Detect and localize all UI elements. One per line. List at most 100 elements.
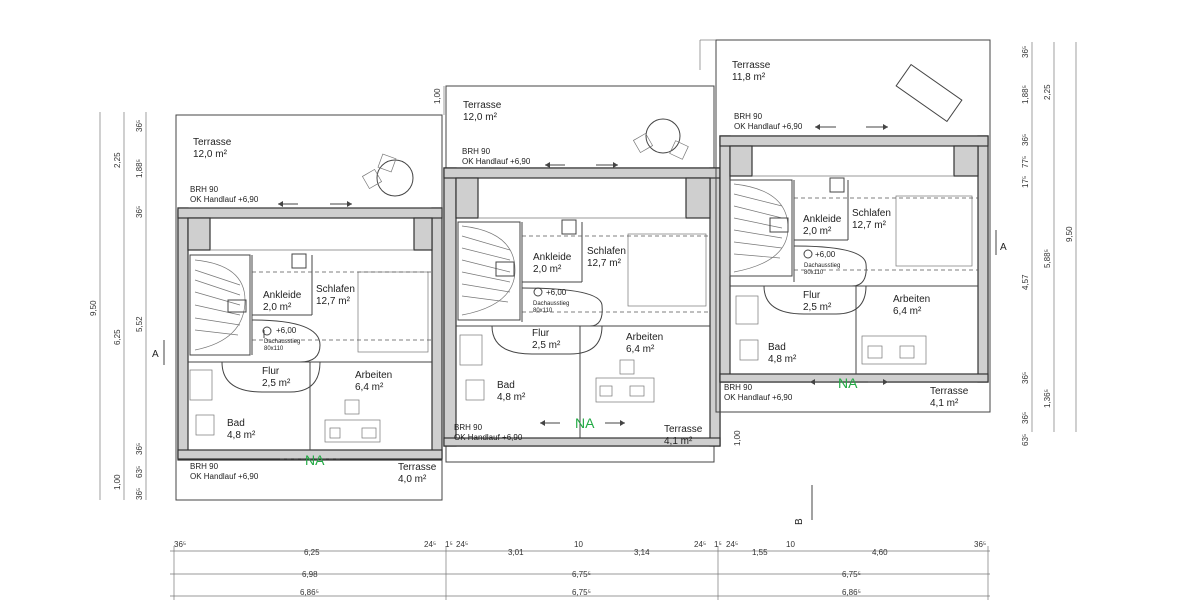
building-outline-middle bbox=[443, 167, 721, 447]
schlafen-area: 12,7 m² bbox=[316, 296, 351, 307]
dim-left-7: 9,50 bbox=[89, 300, 98, 316]
handlauf-bottom: OK Handlauf +6,90 bbox=[724, 393, 793, 402]
dachausstieg-left: Dachausstieg bbox=[264, 339, 300, 345]
bed-middle bbox=[627, 233, 707, 307]
column-top-right bbox=[413, 217, 433, 251]
section-b: B bbox=[794, 518, 805, 525]
schlafen-name: Schlafen bbox=[587, 246, 626, 257]
wall-bottom bbox=[719, 373, 989, 383]
section-a-left: A bbox=[152, 349, 159, 360]
dim-right-9: 9,50 bbox=[1065, 226, 1074, 242]
dim-left-1: 36⁵ bbox=[135, 120, 144, 132]
terrace-table-left bbox=[361, 153, 414, 197]
column-top-left bbox=[455, 177, 479, 219]
flur-name: Flur bbox=[532, 328, 550, 339]
flur-area: 2,5 m² bbox=[262, 378, 291, 389]
dachausstieg-size-right: 80x110 bbox=[804, 270, 824, 276]
toilet-right bbox=[739, 339, 759, 361]
dim-bottom-6: 3,01 bbox=[508, 548, 524, 557]
terrace-table-middle bbox=[632, 118, 689, 160]
dim-right-2: 1,88⁵ bbox=[1021, 85, 1030, 104]
level-symbol-right bbox=[803, 249, 813, 259]
green-marker-middle: NA bbox=[575, 415, 595, 431]
staircase-left bbox=[189, 254, 251, 356]
dim-bottom-14: 4,60 bbox=[872, 548, 888, 557]
dim-left-8: 36⁵ bbox=[135, 443, 144, 455]
flur-name: Flur bbox=[803, 290, 821, 301]
handlauf-top: OK Handlauf +6,90 bbox=[734, 122, 803, 131]
wall-left-outer bbox=[443, 167, 457, 447]
dim-bottom-8: 3,14 bbox=[634, 548, 650, 557]
dim-bottom-row2-2: 6,75⁵ bbox=[572, 570, 591, 579]
shower-middle bbox=[459, 334, 483, 366]
dim-right-10: 36⁵ bbox=[1021, 372, 1030, 384]
dim-left-4: 36⁵ bbox=[135, 206, 144, 218]
dachausstieg-size-middle: 80x110 bbox=[533, 308, 553, 314]
section-a-right: A bbox=[1000, 242, 1007, 253]
terrasse-bottom-name: Terrasse bbox=[398, 462, 437, 473]
terrasse-bottom-area: 4,1 m² bbox=[664, 436, 693, 447]
dim-left-11: 36⁵ bbox=[135, 488, 144, 500]
dim-bottom-3: 24⁵ bbox=[424, 540, 436, 549]
ankleide-area: 2,0 m² bbox=[803, 226, 832, 237]
dachausstieg-middle: Dachausstieg bbox=[533, 301, 569, 307]
terrace-outline-right bbox=[715, 39, 991, 413]
level-symbol-middle bbox=[533, 287, 543, 297]
terrasse-bottom-area: 4,0 m² bbox=[398, 474, 427, 485]
flur-curve bbox=[221, 361, 321, 393]
toilet-left bbox=[195, 414, 215, 436]
terrasse-bottom-name: Terrasse bbox=[664, 424, 703, 435]
bad-name: Bad bbox=[768, 342, 786, 353]
handlauf-bottom: OK Handlauf +6,90 bbox=[190, 472, 259, 481]
building-outline-right bbox=[719, 135, 989, 383]
terrasse-bottom-area: 4,1 m² bbox=[930, 398, 959, 409]
dim-right-8: 5,88⁵ bbox=[1043, 249, 1052, 268]
dim-left-5: 6,25 bbox=[113, 329, 122, 345]
dim-right-1: 36⁵ bbox=[1021, 46, 1030, 58]
arbeiten-area: 6,4 m² bbox=[355, 382, 384, 393]
handlauf-bottom: OK Handlauf +6,90 bbox=[454, 433, 523, 442]
column-top-left bbox=[729, 145, 753, 177]
ankleide-name: Ankleide bbox=[533, 252, 572, 263]
dim-bottom-7: 10 bbox=[574, 540, 583, 549]
dim-left-2: 2,25 bbox=[113, 152, 122, 168]
terrasse-bottom-name: Terrasse bbox=[930, 386, 969, 397]
schlafen-name: Schlafen bbox=[316, 284, 355, 295]
schlafen-area: 12,7 m² bbox=[852, 220, 887, 231]
dim-left-10: 1,00 bbox=[113, 474, 122, 490]
dim-bottom-row3-1: 6,86⁵ bbox=[300, 588, 319, 597]
shower-left bbox=[189, 369, 213, 401]
desk-middle bbox=[595, 359, 655, 403]
arbeiten-name: Arbeiten bbox=[355, 370, 392, 381]
brh-bottom: BRH 90 bbox=[454, 423, 483, 432]
level-symbol-left bbox=[262, 326, 272, 336]
wall-left-outer bbox=[719, 135, 731, 383]
shaft-middle bbox=[561, 219, 577, 235]
wall-top bbox=[719, 135, 989, 147]
dim-bottom-row2-3: 6,75⁵ bbox=[842, 570, 861, 579]
dim-right-3: 2,25 bbox=[1043, 84, 1052, 100]
schlafen-area: 12,7 m² bbox=[587, 258, 622, 269]
desk-left bbox=[324, 399, 381, 443]
flur-curve bbox=[491, 325, 603, 355]
arrows-left bbox=[278, 201, 352, 460]
dim-right-5: 77⁵ bbox=[1021, 156, 1030, 168]
unit-left: Terrasse 12,0 m² BRH 90 OK Handlauf +6,9… bbox=[175, 114, 443, 501]
green-marker-left: NA bbox=[305, 452, 325, 468]
unit-middle: Terrasse 12,0 m² BRH 90 OK Handlauf +6,9… bbox=[443, 85, 721, 463]
bad-name: Bad bbox=[227, 418, 245, 429]
flur-curve-top bbox=[521, 287, 603, 327]
wall-top bbox=[443, 167, 721, 179]
wall-left-outer bbox=[177, 207, 189, 459]
brh-bottom: BRH 90 bbox=[190, 462, 219, 471]
staircase-right bbox=[729, 179, 793, 277]
dim-left-3: 1,88⁵ bbox=[135, 159, 144, 178]
dim-bottom-row3-3: 6,86⁵ bbox=[842, 588, 861, 597]
dachausstieg-right: Dachausstieg bbox=[804, 263, 840, 269]
arbeiten-name: Arbeiten bbox=[626, 332, 663, 343]
dim-left-6: 5,52 bbox=[135, 316, 144, 332]
dim-right-13: 63⁵ bbox=[1021, 434, 1030, 446]
dim-right-12: 36⁵ bbox=[1021, 412, 1030, 424]
handlauf-top: OK Handlauf +6,90 bbox=[462, 157, 531, 166]
